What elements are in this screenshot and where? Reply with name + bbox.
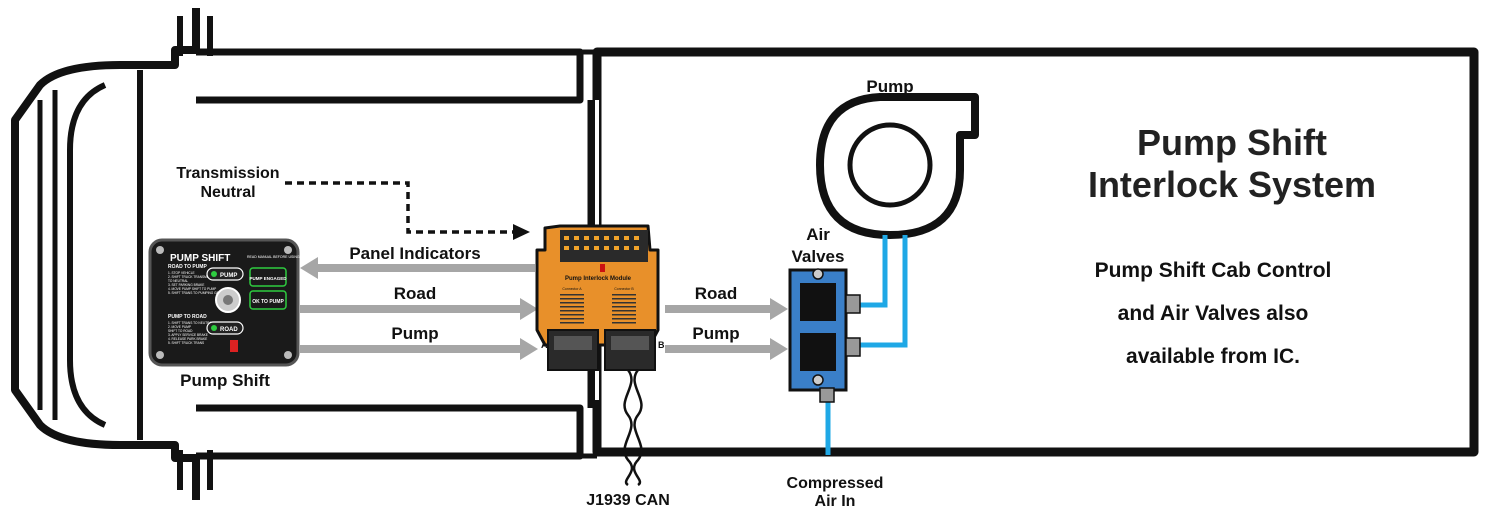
frame-top bbox=[196, 48, 584, 104]
truck-outline bbox=[11, 8, 1479, 500]
module-port-a-label: A bbox=[541, 340, 548, 350]
can-twisted-pair bbox=[623, 369, 643, 487]
svg-text:4. RELEASE PARK BRAKE: 4. RELEASE PARK BRAKE bbox=[168, 337, 207, 341]
panel-pump-to-road: PUMP TO ROAD bbox=[168, 314, 207, 320]
svg-text:4. MOVE PUMP SHIFT TO PUMP: 4. MOVE PUMP SHIFT TO PUMP bbox=[168, 287, 216, 291]
pump-label: Pump bbox=[866, 77, 913, 96]
transmission-line2: Neutral bbox=[200, 184, 255, 201]
pump-left-arrow bbox=[300, 338, 538, 360]
panel-road-button bbox=[206, 321, 244, 335]
road-left-label: Road bbox=[394, 284, 437, 303]
panel-pump-to-road-steps: 1. SHIFT TRANS TO NEUTRAL 2. MOVE PUMP S… bbox=[168, 321, 214, 345]
transmission-arrowhead bbox=[513, 224, 530, 240]
road-right-arrow bbox=[665, 298, 788, 320]
pump-right-label: Pump bbox=[692, 324, 739, 343]
panel-pump-button-label: PUMP bbox=[220, 273, 237, 279]
svg-text:2. MOVE PUMP: 2. MOVE PUMP bbox=[168, 325, 191, 329]
frame-bottom bbox=[196, 404, 584, 460]
panel-indicators-arrow bbox=[300, 257, 535, 279]
pump-shift-label: Pump Shift bbox=[180, 371, 270, 390]
module-indicator-leds bbox=[564, 236, 639, 250]
pump-interlock-module: Pump Interlock Module Connector A Connec… bbox=[535, 224, 665, 371]
can-label: J1939 CAN bbox=[586, 492, 670, 508]
signal-arrows bbox=[300, 257, 788, 360]
svg-text:5. SHIFT TRANS TO PUMPING GEAR: 5. SHIFT TRANS TO PUMPING GEAR bbox=[168, 291, 224, 295]
pump-icon bbox=[816, 93, 979, 239]
panel-road-to-pump: ROAD TO PUMP bbox=[168, 264, 207, 270]
module-connector-b: Connector B bbox=[614, 287, 634, 291]
title-line2: Interlock System bbox=[1088, 164, 1376, 205]
air-valves-block bbox=[788, 268, 861, 403]
air-valves-line1: Air bbox=[806, 225, 830, 244]
compressed-air-line1: Compressed bbox=[787, 475, 884, 492]
pump-right-arrow bbox=[665, 338, 788, 360]
panel-indicators-label: Panel Indicators bbox=[349, 244, 480, 263]
panel-logo-icon bbox=[230, 340, 238, 352]
panel-warning: READ MANUAL BEFORE USING bbox=[247, 255, 300, 259]
panel-ok-to-pump: OK TO PUMP bbox=[252, 299, 284, 305]
air-valves-line2: Valves bbox=[792, 247, 845, 266]
availability-line1: Pump Shift Cab Control bbox=[1095, 259, 1332, 282]
road-right-label: Road bbox=[695, 284, 738, 303]
transmission-line1: Transmission bbox=[176, 165, 279, 182]
cab-top-rail bbox=[11, 8, 200, 500]
svg-text:3. APPLY SERVICE BRAKE: 3. APPLY SERVICE BRAKE bbox=[168, 333, 208, 337]
module-connector-a: Connector A bbox=[562, 287, 582, 291]
panel-brand: PUMP SHIFT bbox=[170, 253, 230, 264]
transmission-dashed-line bbox=[285, 181, 515, 234]
svg-text:3. SET PARKING BRAKE: 3. SET PARKING BRAKE bbox=[168, 283, 204, 287]
svg-text:2. SHIFT TRUCK TRANSMISSION: 2. SHIFT TRUCK TRANSMISSION bbox=[168, 275, 218, 279]
cab-inner bbox=[67, 70, 143, 440]
module-port-b-label: B bbox=[658, 340, 665, 350]
truck-body bbox=[592, 47, 1479, 457]
road-left-arrow bbox=[300, 298, 538, 320]
pump-shift-panel: PUMP SHIFT READ MANUAL BEFORE USING ROAD… bbox=[148, 238, 300, 367]
svg-text:TO NEUTRAL: TO NEUTRAL bbox=[168, 279, 188, 283]
availability-line3: available from IC. bbox=[1126, 345, 1300, 368]
panel-road-to-pump-steps: 1. STOP VEHICLE 2. SHIFT TRUCK TRANSMISS… bbox=[168, 271, 224, 295]
module-name: Pump Interlock Module bbox=[565, 276, 632, 282]
svg-text:1. SHIFT TRANS TO NEUTRAL: 1. SHIFT TRANS TO NEUTRAL bbox=[168, 321, 214, 325]
availability-line2: and Air Valves also bbox=[1118, 302, 1309, 325]
svg-text:5. SHIFT TRUCK TRANS: 5. SHIFT TRUCK TRANS bbox=[168, 341, 204, 345]
panel-road-button-label: ROAD bbox=[220, 327, 238, 333]
title-line1: Pump Shift bbox=[1137, 122, 1327, 163]
compressed-air-line2: Air In bbox=[815, 493, 856, 508]
pump-left-label: Pump bbox=[391, 324, 438, 343]
cab-bumper bbox=[37, 90, 58, 420]
panel-pump-engaged: PUMP ENGAGED bbox=[250, 276, 288, 281]
svg-text:SHIFT TO ROAD: SHIFT TO ROAD bbox=[168, 329, 193, 333]
svg-text:1. STOP VEHICLE: 1. STOP VEHICLE bbox=[168, 271, 195, 275]
panel-pump-button bbox=[206, 267, 244, 281]
